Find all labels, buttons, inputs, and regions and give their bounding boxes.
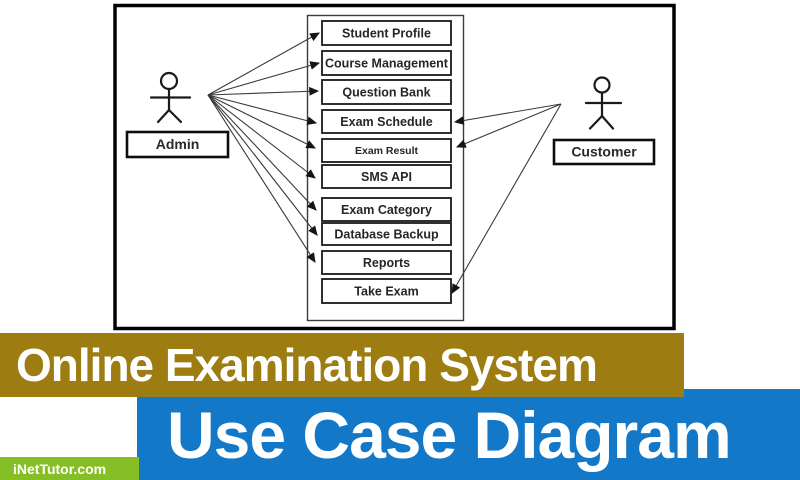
system-boundary: [306, 14, 465, 322]
usecase-label: Reports: [363, 256, 410, 270]
title-text: Use Case Diagram: [167, 397, 732, 472]
usecase-reports: Reports: [321, 250, 452, 275]
admin-label-box: [125, 130, 230, 159]
usecase-label: Student Profile: [342, 26, 431, 40]
admin-actor-icon: [149, 71, 192, 124]
usecase-exam-result: Exam Result: [321, 138, 452, 163]
usecase-exam-schedule: Exam Schedule: [321, 109, 452, 134]
watermark-banner: iNetTutor.com: [0, 457, 139, 480]
usecase-exam-category: Exam Category: [321, 197, 452, 222]
usecase-label: Question Bank: [342, 85, 430, 99]
usecase-label: Course Management: [325, 56, 449, 70]
usecase-sms-api: SMS API: [321, 164, 452, 189]
usecase-course-management: Course Management: [321, 50, 452, 76]
customer-actor-icon: [584, 76, 623, 130]
usecase-label: Database Backup: [334, 227, 439, 241]
usecase-question-bank: Question Bank: [321, 79, 452, 105]
customer-label: Customer: [571, 144, 637, 160]
admin-label: Admin: [156, 136, 200, 152]
usecase-label: Exam Schedule: [340, 115, 432, 129]
subtitle-banner: Online Examination System: [0, 333, 684, 397]
usecase-label: Take Exam: [354, 284, 418, 298]
usecase-database-backup: Database Backup: [321, 222, 452, 246]
customer-label-box: [552, 138, 656, 166]
usecase-student-profile: Student Profile: [321, 20, 452, 46]
use-case-diagram: Student Profile Course Management Questi…: [113, 3, 676, 331]
subtitle-text: Online Examination System: [16, 339, 598, 391]
usecase-take-exam: Take Exam: [321, 278, 452, 304]
watermark-text: iNetTutor.com: [13, 460, 107, 477]
usecase-label: SMS API: [361, 170, 412, 184]
admin-association-arrows: [207, 32, 321, 263]
usecase-label: Exam Result: [355, 145, 419, 157]
customer-association-arrows: [451, 103, 562, 294]
usecase-label: Exam Category: [341, 203, 432, 217]
title-banner: Use Case Diagram: [137, 389, 800, 480]
